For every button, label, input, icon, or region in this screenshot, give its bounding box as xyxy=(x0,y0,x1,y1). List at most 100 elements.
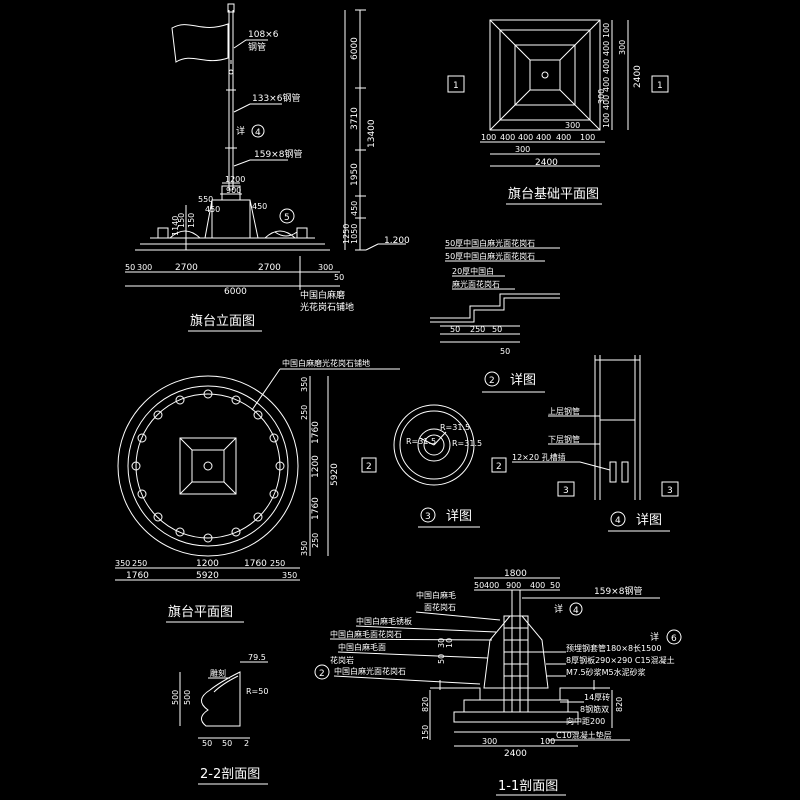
pipe-top-label-b: 钢管 xyxy=(248,41,266,53)
svg-text:中国白麻光面花岗石: 中国白麻光面花岗石 xyxy=(334,666,406,676)
svg-text:R=50: R=50 xyxy=(246,687,268,696)
svg-text:30: 30 xyxy=(437,638,446,648)
section-marker-1-right xyxy=(651,75,669,93)
detail-4: 上层钢管 下层钢管 12×20 孔槽插 3 3 4 详图 xyxy=(512,355,679,532)
svg-text:400: 400 xyxy=(602,95,611,110)
svg-text:8厚钢板290×290 C15混凝土: 8厚钢板290×290 C15混凝土 xyxy=(566,655,675,665)
svg-text:中国白麻毛面花岗石: 中国白麻毛面花岗石 xyxy=(330,629,402,639)
svg-text:14厚砖: 14厚砖 xyxy=(584,692,610,702)
svg-text:250: 250 xyxy=(300,405,309,420)
svg-text:6000: 6000 xyxy=(350,37,360,60)
title-section-2-2: 2-2剖面图 xyxy=(200,767,260,782)
svg-text:100: 100 xyxy=(481,133,496,142)
svg-text:R=31.5: R=31.5 xyxy=(440,423,470,432)
svg-text:1: 1 xyxy=(657,81,663,91)
svg-text:250: 250 xyxy=(270,559,285,568)
detail-marker-6 xyxy=(666,629,682,645)
title-section-1-1: 1-1剖面图 xyxy=(498,779,558,794)
svg-text:300: 300 xyxy=(515,145,530,154)
svg-text:13400: 13400 xyxy=(367,119,377,148)
svg-text:3710: 3710 xyxy=(350,107,360,130)
svg-text:上层钢管: 上层钢管 xyxy=(548,406,580,416)
svg-text:50: 50 xyxy=(125,263,135,272)
svg-text:300: 300 xyxy=(318,263,333,272)
svg-text:400: 400 xyxy=(536,133,551,142)
svg-text:79.5: 79.5 xyxy=(248,653,266,662)
svg-text:50: 50 xyxy=(450,325,460,334)
svg-text:50: 50 xyxy=(202,739,212,748)
svg-text:2700: 2700 xyxy=(258,263,281,273)
detail-marker-5 xyxy=(279,208,295,224)
svg-text:400: 400 xyxy=(518,133,533,142)
svg-text:4: 4 xyxy=(573,606,579,616)
svg-text:2700: 2700 xyxy=(175,263,198,273)
svg-text:550: 550 xyxy=(198,195,213,204)
svg-text:450: 450 xyxy=(350,201,359,216)
section-marker-3-right xyxy=(661,481,679,497)
svg-text:10: 10 xyxy=(445,638,454,648)
section-2-2: 雕刻 79.5 R=50 500 500 50 50 2 2-2剖面图 xyxy=(171,653,268,785)
detail-marker-4b xyxy=(610,511,626,527)
svg-text:下层钢管: 下层钢管 xyxy=(548,434,580,444)
svg-text:100: 100 xyxy=(602,23,611,38)
title-plan: 旗台平面图 xyxy=(168,604,233,620)
svg-text:400: 400 xyxy=(530,581,545,590)
svg-text:3: 3 xyxy=(667,486,673,496)
svg-text:250: 250 xyxy=(311,533,320,548)
svg-text:中国白麻毛: 中国白麻毛 xyxy=(416,590,456,600)
svg-text:1760: 1760 xyxy=(311,421,321,444)
svg-text:1760: 1760 xyxy=(311,497,321,520)
svg-text:300: 300 xyxy=(618,40,627,55)
svg-text:光花岗石铺地: 光花岗石铺地 xyxy=(300,301,354,313)
svg-text:300: 300 xyxy=(137,263,152,272)
svg-text:面花岗石: 面花岗石 xyxy=(424,602,456,612)
section-marker-3-left xyxy=(557,481,575,497)
svg-text:中国白麻磨: 中国白麻磨 xyxy=(300,289,345,301)
svg-text:400: 400 xyxy=(602,77,611,92)
svg-text:150: 150 xyxy=(177,213,186,228)
svg-text:450: 450 xyxy=(205,205,220,214)
svg-text:中国白麻毛锈板: 中国白麻毛锈板 xyxy=(356,616,412,626)
detail-2: 50厚中国白麻光面花岗石 50厚中国白麻光面花岗石 20厚中国白 麻光面花岗石 … xyxy=(430,238,560,393)
svg-text:400: 400 xyxy=(484,581,499,590)
detail-ref-4-text: 详 xyxy=(236,125,245,137)
pipe-mid-label: 133×6钢管 xyxy=(252,92,300,104)
svg-text:900: 900 xyxy=(226,186,241,195)
title-elevation: 旗台立面图 xyxy=(190,313,255,329)
svg-text:100: 100 xyxy=(580,133,595,142)
svg-text:R=31.5: R=31.5 xyxy=(452,439,482,448)
svg-text:2: 2 xyxy=(244,739,249,748)
svg-text:1760: 1760 xyxy=(244,559,267,569)
level-mark: 1.200 xyxy=(384,236,410,246)
svg-text:450: 450 xyxy=(252,202,267,211)
svg-text:50: 50 xyxy=(222,739,232,748)
section-marker-2-right xyxy=(491,457,507,473)
svg-text:50: 50 xyxy=(474,581,484,590)
svg-text:50厚中国白麻光面花岗石: 50厚中国白麻光面花岗石 xyxy=(445,251,535,261)
detail-marker-2b xyxy=(314,664,330,680)
title-detail-4: 详图 xyxy=(636,513,662,528)
svg-text:50厚中国白麻光面花岗石: 50厚中国白麻光面花岗石 xyxy=(445,238,535,248)
svg-text:1: 1 xyxy=(453,81,459,91)
svg-text:500: 500 xyxy=(183,690,192,705)
svg-text:400: 400 xyxy=(556,133,571,142)
svg-text:50: 50 xyxy=(550,581,560,590)
svg-text:5920: 5920 xyxy=(196,571,219,581)
svg-text:2: 2 xyxy=(489,376,495,386)
svg-text:400: 400 xyxy=(500,133,515,142)
plan-paving-label: 中国白麻磨光花岗石铺地 xyxy=(282,358,370,368)
svg-text:4: 4 xyxy=(255,128,261,138)
pipe-low-label: 159×8钢管 xyxy=(254,148,302,160)
title-foundation: 旗台基础平面图 xyxy=(508,186,599,202)
svg-text:2400: 2400 xyxy=(633,65,643,88)
svg-text:1200: 1200 xyxy=(311,455,321,478)
svg-text:400: 400 xyxy=(602,59,611,74)
svg-text:1140: 1140 xyxy=(171,216,180,236)
svg-text:向中距200: 向中距200 xyxy=(566,716,605,726)
svg-text:500: 500 xyxy=(171,690,180,705)
bolt-ring xyxy=(131,389,285,543)
svg-text:详: 详 xyxy=(650,631,659,643)
svg-text:159×8钢管: 159×8钢管 xyxy=(594,585,642,597)
svg-text:5920: 5920 xyxy=(330,463,340,486)
svg-text:3: 3 xyxy=(563,486,569,496)
